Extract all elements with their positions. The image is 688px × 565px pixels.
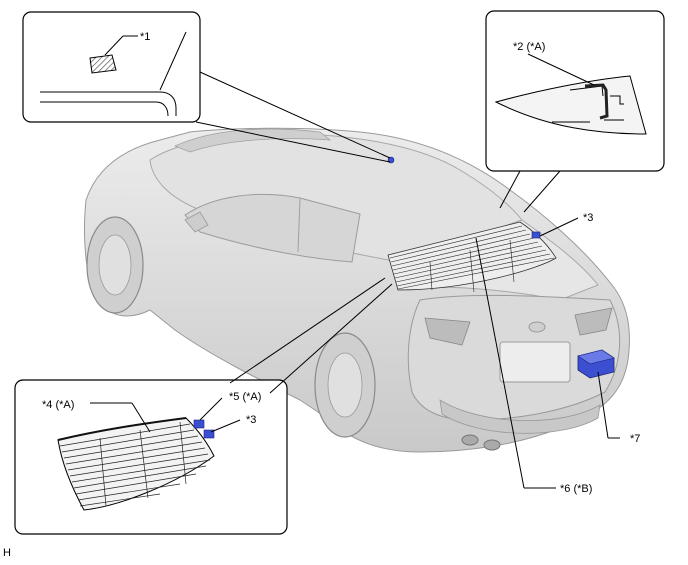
figure-code: H [3,547,11,559]
label-c3-inset: *3 [246,414,256,426]
defogger-terminal-main [531,231,541,239]
part-4-border [57,417,187,441]
leader-c6 [475,237,525,489]
leader-c1 [104,35,124,56]
roof-ridge [173,128,332,153]
rear-diffuser [439,399,601,434]
inset1-pointer-lower [195,121,391,163]
side-window-divider [297,197,301,253]
car-illustration [84,127,630,453]
inset-roof-detail: *1 [22,11,201,123]
license-plate-area [499,341,571,383]
part-2-bracket [584,83,609,120]
inset2-pointer-left [499,170,521,209]
tail-light-right [574,307,613,336]
leader-c2 [527,53,595,86]
exhaust-left [461,434,479,446]
label-c4: *4 (*A) [42,399,74,411]
wheel-rear [314,332,376,438]
inset2-pointer-right [523,170,561,213]
side-window [184,193,361,263]
exhaust-right [483,439,501,451]
logo-emblem [528,321,546,333]
label-c6: *6 (*B) [560,483,592,495]
tail-light-left [424,317,471,346]
defogger-grid-main [389,225,555,293]
label-c3-main: *3 [583,212,593,224]
inset-glass-edge-detail: *2 (*A) [485,10,665,172]
label-c7: *7 [630,433,640,445]
inset3-pointer-upper [229,277,386,384]
side-mirror [184,211,209,233]
leader-c5 [199,397,223,421]
leader-c3-inset [210,419,241,433]
hatched-part-1 [89,54,117,74]
inset-defogger-detail: *4 (*A) *5 (*A) *3 [14,379,288,535]
defogger-grid-inset [59,421,211,507]
leader-c7 [597,371,609,439]
label-c5: *5 (*A) [229,391,261,403]
label-c1: *1 [140,31,150,43]
wheel-front [86,216,144,314]
inset3-pointer-lower [269,283,393,394]
component-7-block [577,349,615,379]
inset1-pointer-upper [199,71,391,159]
terminal-part-3-inset [203,429,215,439]
label-c2: *2 (*A) [513,41,545,53]
terminal-part-5 [193,419,205,429]
leader-c3-main [539,217,579,237]
